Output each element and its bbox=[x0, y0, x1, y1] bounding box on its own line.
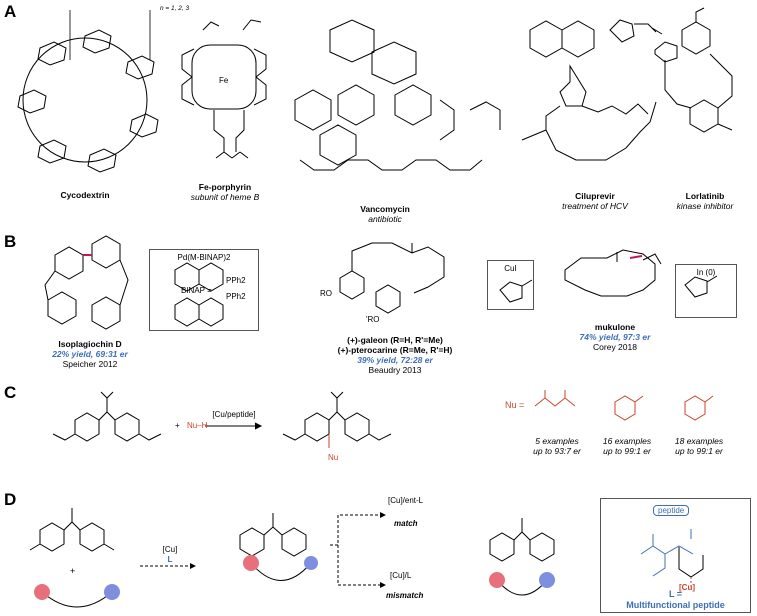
isoplagiochin-catalyst-box: Pd(M-BINAP)2 bbox=[149, 249, 259, 331]
c-reagent: Nu–H bbox=[187, 421, 208, 430]
isoplagiochin-caption: Isoplagiochin D 22% yield, 69:31 er Spei… bbox=[35, 339, 145, 369]
c-example-2-count: 16 examples bbox=[602, 436, 652, 446]
cyclodextrin-n-label: n = 1, 2, 3 bbox=[160, 5, 189, 12]
cyclodextrin-name: Cycodextrin bbox=[60, 190, 110, 200]
panel-label-b: B bbox=[4, 232, 17, 251]
c-plus-sign: + bbox=[175, 421, 180, 430]
vancomycin-caption: Vancomycin antibiotic bbox=[345, 204, 425, 224]
blue-bead-product bbox=[539, 572, 555, 588]
galeon-r-prime-o-label: 'RO bbox=[366, 315, 380, 324]
d-l-label: L bbox=[167, 555, 173, 564]
c-example-1: 5 examples up to 93:7 er bbox=[522, 436, 592, 456]
binap-label: BINAP = bbox=[181, 286, 212, 295]
c-nu-label: Nu = bbox=[505, 400, 525, 410]
peptide-cu-label: [Cu] bbox=[679, 583, 695, 592]
ciluprevir-caption: Ciluprevir treatment of HCV bbox=[550, 191, 640, 211]
galeon-name: (+)-galeon (R=H, R'=Me) bbox=[347, 335, 443, 345]
mukulone-structure bbox=[564, 249, 662, 297]
l-definition: L = bbox=[668, 589, 683, 599]
c-example-3-count: 18 examples bbox=[674, 436, 724, 446]
isoplagiochin-yield: 22% yield, 69:31 er bbox=[52, 349, 128, 359]
c-example-1-count: 5 examples bbox=[535, 436, 579, 446]
isoplagiochin-name: Isoplagiochin D bbox=[58, 339, 122, 349]
d-plus-sign: + bbox=[70, 566, 76, 576]
d-cu-label: [Cu] bbox=[162, 545, 178, 554]
mismatch-conditions: [Cu]/L bbox=[390, 571, 412, 580]
isoplagiochin-structure bbox=[44, 235, 129, 330]
peptide-structure bbox=[640, 529, 704, 587]
vancomycin-name: Vancomycin bbox=[360, 204, 410, 214]
red-bead-intermediate bbox=[243, 555, 259, 571]
cyclodextrin-structure bbox=[17, 10, 159, 173]
red-bead-product bbox=[489, 572, 505, 588]
match-label: match bbox=[394, 519, 418, 528]
panel-label-d: D bbox=[4, 490, 17, 509]
bead-group bbox=[34, 555, 555, 600]
c-example-2: 16 examples up to 99:1 er bbox=[592, 436, 662, 456]
mukulone-yield: 74% yield, 97:3 er bbox=[579, 332, 651, 342]
pph2-label-top: PPh2 bbox=[226, 276, 246, 285]
peptide-tag: peptide bbox=[653, 505, 690, 516]
c-example-3-er: up to 99:1 er bbox=[675, 446, 723, 456]
ciluprevir-name: Ciluprevir bbox=[575, 191, 615, 201]
proline-ligand-structure bbox=[499, 279, 533, 303]
vancomycin-desc: antibiotic bbox=[368, 214, 402, 224]
galeon-structure bbox=[339, 242, 445, 314]
galeon-yield: 39% yield, 72:28 er bbox=[357, 355, 433, 365]
vancomycin-structure bbox=[294, 19, 501, 171]
galeon-ro-label: RO bbox=[320, 289, 332, 298]
mukulone-catalyst-box: In (0) bbox=[675, 264, 737, 318]
porphyrin-desc: subunit of heme B bbox=[190, 192, 260, 202]
c-example-2-er: up to 99:1 er bbox=[603, 446, 651, 456]
isoplagiochin-ref: Speicher 2012 bbox=[62, 359, 118, 369]
c-example-3: 18 examples up to 99:1 er bbox=[664, 436, 734, 456]
blue-bead-intermediate bbox=[304, 556, 318, 570]
panel-label-a: A bbox=[4, 2, 17, 21]
galeon-ref: Beaudry 2013 bbox=[368, 365, 422, 375]
porphyrin-metal-label: Fe bbox=[219, 76, 229, 85]
ciluprevir-desc: treatment of HCV bbox=[562, 201, 628, 211]
binap-structure bbox=[174, 262, 224, 327]
galeon-catalyst: CuI bbox=[504, 264, 517, 273]
match-conditions: [Cu]/ent-L bbox=[388, 496, 424, 505]
isoplagiochin-catalyst: Pd(M-BINAP)2 bbox=[177, 253, 231, 262]
c-conditions: [Cu/peptide] bbox=[212, 410, 256, 419]
red-bead-start bbox=[34, 584, 50, 600]
lorlatinib-structure bbox=[651, 7, 733, 133]
product-nu-label: Nu bbox=[328, 453, 338, 462]
lorlatinib-desc: kinase inhibitor bbox=[676, 201, 734, 211]
galeon-catalyst-box: CuI bbox=[487, 260, 534, 310]
lorlatinib-name: Lorlatinib bbox=[685, 191, 725, 201]
c-example-1-er: up to 93:7 er bbox=[533, 446, 581, 456]
porphyrin-caption: Fe-porphyrin subunit of heme B bbox=[180, 182, 270, 202]
blue-bead-start bbox=[104, 584, 120, 600]
ciluprevir-structure bbox=[521, 19, 657, 161]
porphyrin-name: Fe-porphyrin bbox=[198, 182, 252, 192]
mukulone-name: mukulone bbox=[594, 322, 636, 332]
galeon-caption: (+)-galeon (R=H, R'=Me) (+)-pterocarine … bbox=[325, 335, 465, 375]
mukulone-catalyst: In (0) bbox=[696, 268, 716, 277]
mismatch-label: mismatch bbox=[386, 591, 424, 600]
panel-label-c: C bbox=[4, 383, 17, 402]
lorlatinib-caption: Lorlatinib kinase inhibitor bbox=[660, 191, 750, 211]
mukulone-ref: Corey 2018 bbox=[593, 342, 637, 352]
pterocarine-name: (+)-pterocarine (R=Me, R'=H) bbox=[337, 345, 453, 355]
in-ligand-structure bbox=[684, 275, 718, 298]
l-description: Multifunctional peptide bbox=[626, 600, 725, 610]
porphyrin-structure bbox=[181, 19, 267, 159]
pph2-label-bottom: PPh2 bbox=[226, 292, 246, 301]
mukulone-caption: mukulone 74% yield, 97:3 er Corey 2018 bbox=[560, 322, 670, 352]
peptide-ligand-box: peptide [Cu] L = Multifunctional peptide bbox=[600, 498, 751, 613]
